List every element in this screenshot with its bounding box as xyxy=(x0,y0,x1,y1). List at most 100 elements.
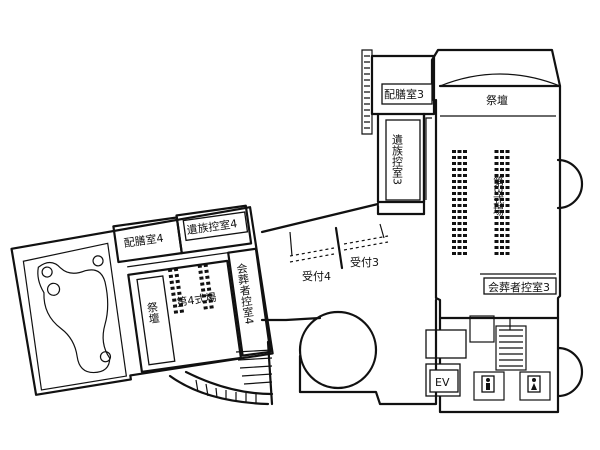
seat xyxy=(452,180,456,183)
seat xyxy=(169,280,174,285)
seat xyxy=(457,210,462,213)
seat xyxy=(201,294,207,298)
seat xyxy=(176,285,181,290)
seat xyxy=(452,192,456,195)
seat xyxy=(505,174,510,177)
seat xyxy=(206,281,211,285)
seat xyxy=(500,186,504,189)
seat xyxy=(457,246,462,249)
stair-arc xyxy=(168,340,274,406)
seat xyxy=(452,150,456,153)
seat xyxy=(505,246,510,249)
seat xyxy=(206,287,212,291)
seat xyxy=(457,162,462,165)
seat xyxy=(494,222,499,225)
seat xyxy=(494,204,499,207)
seat xyxy=(505,156,510,159)
label-elevator: EV xyxy=(435,376,450,389)
seat xyxy=(457,174,462,177)
seat xyxy=(463,216,467,219)
seat xyxy=(452,168,456,171)
label-family-waiting-room-3: 遺族控室3 xyxy=(391,133,404,185)
seat xyxy=(208,299,213,303)
seat xyxy=(457,192,462,195)
seat xyxy=(463,192,467,195)
seat xyxy=(494,156,499,159)
seat xyxy=(202,300,207,304)
seat xyxy=(457,222,462,225)
seat xyxy=(205,275,210,280)
seat xyxy=(500,204,504,207)
seat xyxy=(494,174,499,177)
seat xyxy=(178,303,184,307)
seat xyxy=(179,309,185,313)
seat xyxy=(494,198,499,201)
seat xyxy=(457,252,462,255)
seat xyxy=(463,156,467,159)
seat xyxy=(494,150,499,153)
seat xyxy=(494,210,499,213)
seat xyxy=(505,168,510,171)
seat xyxy=(452,174,456,177)
label-haizen-room-3: 配膳室3 xyxy=(384,87,424,101)
seat xyxy=(500,240,504,243)
seat xyxy=(505,162,510,165)
seat xyxy=(199,276,204,280)
seat xyxy=(500,174,504,177)
seat xyxy=(505,216,510,219)
label-hall-3: 第3式場 xyxy=(492,175,505,217)
seat xyxy=(505,186,510,189)
seat xyxy=(452,210,456,213)
seat xyxy=(494,234,499,237)
hall3-seating xyxy=(452,150,510,255)
seat xyxy=(452,228,456,231)
seat xyxy=(463,168,467,171)
seat xyxy=(494,240,499,243)
seat xyxy=(463,240,467,243)
seat xyxy=(505,252,510,255)
seat xyxy=(500,234,504,237)
label-mourner-waiting-room-3: 会葬者控室3 xyxy=(488,280,550,294)
seat xyxy=(457,150,462,153)
seat xyxy=(170,286,175,291)
seat xyxy=(457,234,462,237)
label-haizen-room-4: 配膳室4 xyxy=(123,231,165,250)
seat xyxy=(200,288,206,292)
label-altar-4: 祭壇 xyxy=(145,301,161,325)
seat xyxy=(452,162,456,165)
seat xyxy=(500,168,504,171)
seat xyxy=(500,216,504,219)
seat xyxy=(500,150,504,153)
seat xyxy=(500,252,504,255)
seat xyxy=(178,297,183,302)
seat xyxy=(500,192,504,195)
seat xyxy=(463,198,467,201)
seat xyxy=(494,246,499,249)
seat xyxy=(173,310,179,314)
seat xyxy=(168,274,174,279)
seat xyxy=(463,162,467,165)
restroom-women-icon xyxy=(527,375,541,393)
seat xyxy=(494,192,499,195)
seat xyxy=(463,204,467,207)
seat xyxy=(167,268,173,273)
seat xyxy=(505,210,510,213)
seat xyxy=(457,240,462,243)
seat xyxy=(203,306,208,310)
seat xyxy=(494,168,499,171)
seat xyxy=(463,186,467,189)
seat xyxy=(207,293,213,297)
seat xyxy=(500,156,504,159)
seat xyxy=(463,234,467,237)
seat xyxy=(505,180,510,183)
seat xyxy=(463,222,467,225)
seat xyxy=(204,269,209,274)
hall3-wing xyxy=(425,48,584,414)
seat xyxy=(171,292,176,296)
seat xyxy=(452,216,456,219)
seat xyxy=(463,252,467,255)
seat xyxy=(452,222,456,225)
seat xyxy=(463,174,467,177)
seat xyxy=(452,198,456,201)
seat xyxy=(452,186,456,189)
